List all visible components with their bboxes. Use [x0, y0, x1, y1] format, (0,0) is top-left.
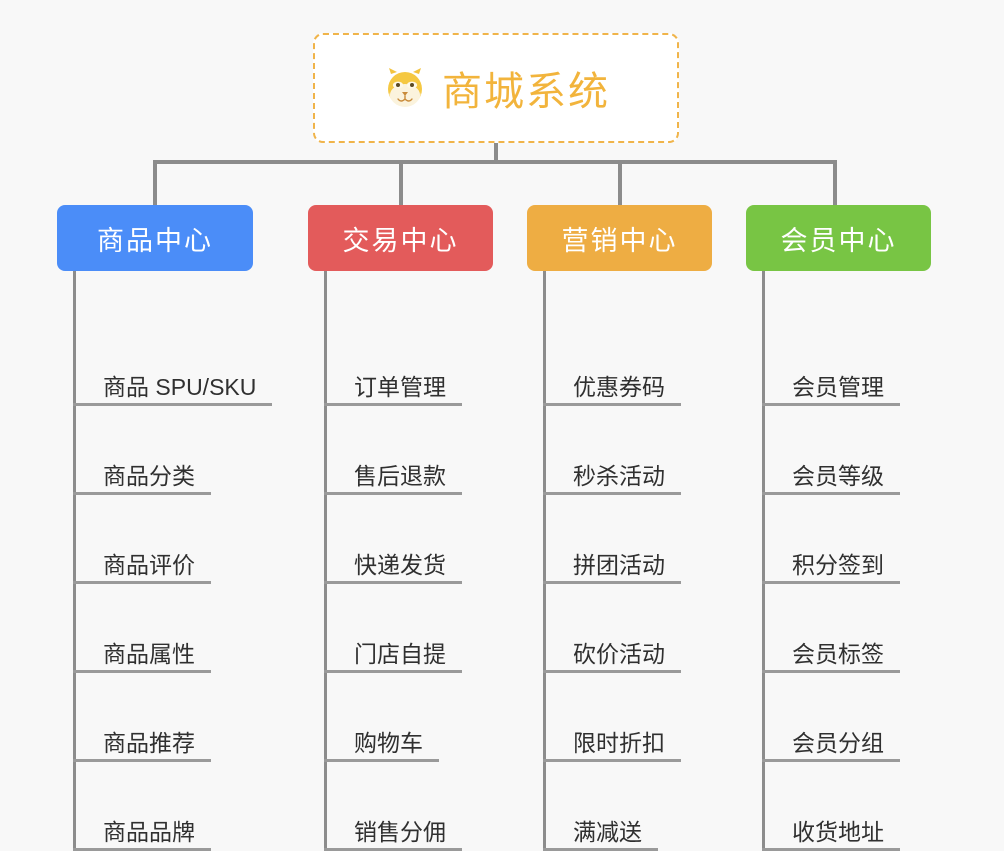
leaf-list: 订单管理售后退款快递发货门店自提购物车销售分佣 [308, 271, 493, 851]
leaf-label: 会员管理 [792, 374, 884, 400]
leaf-label: 会员标签 [792, 641, 884, 667]
root-title: 商城系统 [442, 70, 610, 114]
leaf-underline [73, 670, 211, 673]
leaf-label: 门店自提 [354, 641, 446, 667]
leaf-label: 销售分佣 [354, 819, 446, 845]
connector-drop-1 [153, 160, 157, 205]
leaf-label: 售后退款 [354, 463, 446, 489]
leaf-label: 商品属性 [103, 641, 195, 667]
leaf-underline [324, 759, 439, 762]
leaf-label: 商品品牌 [103, 819, 195, 845]
leaf-underline [324, 492, 462, 495]
shiba-dog-face-icon [382, 65, 428, 111]
leaf-label: 拼团活动 [573, 552, 665, 578]
leaf-label: 订单管理 [354, 374, 446, 400]
leaf-list: 商品 SPU/SKU 商品分类商品评价商品属性商品推荐商品品牌 [57, 271, 272, 851]
connector-horizontal-bus [153, 160, 835, 164]
branch-trunk-line [762, 271, 765, 851]
category-column: 营销中心优惠券码秒杀活动拼团活动砍价活动限时折扣满减送 [527, 205, 712, 851]
leaf-label: 收货地址 [792, 819, 884, 845]
leaf-label: 优惠券码 [573, 374, 665, 400]
leaf-label: 会员分组 [792, 730, 884, 756]
connector-root-stem [494, 143, 498, 163]
leaf-underline [324, 670, 462, 673]
leaf-underline [73, 492, 211, 495]
category-header-label: 商品中心 [97, 225, 213, 256]
leaf-label: 商品分类 [103, 463, 195, 489]
leaf-label: 限时折扣 [573, 730, 665, 756]
category-header-label: 会员中心 [780, 225, 897, 256]
leaf-label: 商品推荐 [103, 730, 195, 756]
leaf-label: 商品 SPU/SKU [103, 374, 257, 400]
leaf-underline [73, 759, 211, 762]
category-header-4[interactable]: 会员中心 [746, 205, 931, 271]
root-node[interactable]: 商城系统 [313, 33, 679, 143]
leaf-underline [543, 492, 681, 495]
leaf-label: 商品评价 [103, 552, 195, 578]
leaf-underline [762, 492, 900, 495]
leaf-underline [762, 670, 900, 673]
leaf-list: 优惠券码秒杀活动拼团活动砍价活动限时折扣满减送 [527, 271, 712, 851]
leaf-label: 积分签到 [792, 552, 884, 578]
leaf-label: 购物车 [354, 730, 423, 756]
leaf-underline [543, 759, 681, 762]
leaf-label: 满减送 [573, 819, 642, 845]
leaf-underline [324, 581, 462, 584]
category-header-label: 交易中心 [342, 225, 459, 256]
branch-trunk-line [73, 271, 76, 851]
leaf-underline [73, 581, 211, 584]
leaf-label: 砍价活动 [573, 641, 665, 667]
category-header-label: 营销中心 [561, 225, 678, 256]
branch-trunk-line [324, 271, 327, 851]
connector-drop-3 [618, 160, 622, 205]
leaf-underline [73, 403, 272, 406]
connector-drop-2 [399, 160, 403, 205]
connector-drop-4 [833, 160, 837, 205]
leaf-underline [543, 403, 681, 406]
leaf-underline [762, 759, 900, 762]
category-column: 会员中心会员管理会员等级积分签到会员标签会员分组收货地址 [746, 205, 931, 851]
leaf-underline [324, 403, 462, 406]
leaf-list: 会员管理会员等级积分签到会员标签会员分组收货地址 [746, 271, 931, 851]
leaf-label: 秒杀活动 [573, 463, 665, 489]
category-header-2[interactable]: 交易中心 [308, 205, 493, 271]
leaf-underline [543, 670, 681, 673]
category-header-3[interactable]: 营销中心 [527, 205, 712, 271]
category-column: 商品中心商品 SPU/SKU 商品分类商品评价商品属性商品推荐商品品牌 [57, 205, 272, 851]
branch-trunk-line [543, 271, 546, 851]
leaf-label: 快递发货 [354, 552, 446, 578]
leaf-underline [762, 403, 900, 406]
category-header-1[interactable]: 商品中心 [57, 205, 253, 271]
category-column: 交易中心订单管理售后退款快递发货门店自提购物车销售分佣 [308, 205, 493, 851]
leaf-underline [543, 581, 681, 584]
leaf-underline [762, 581, 900, 584]
leaf-label: 会员等级 [792, 463, 884, 489]
